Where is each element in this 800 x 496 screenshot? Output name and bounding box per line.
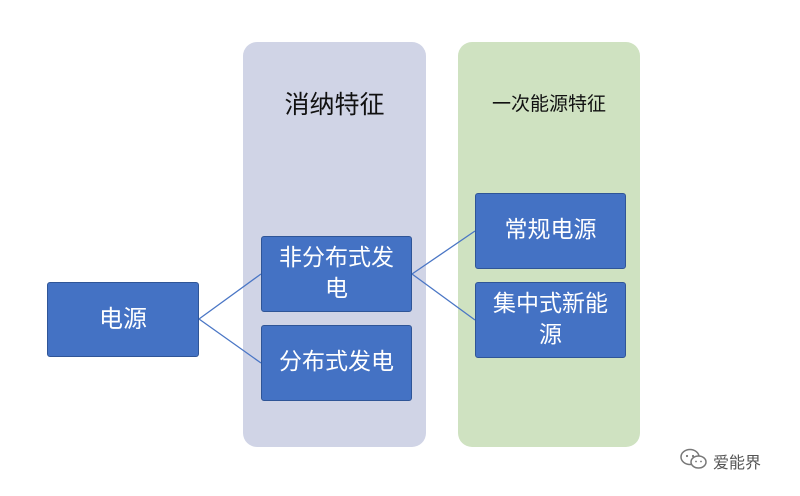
primary-energy-panel-title: 一次能源特征 bbox=[491, 93, 606, 115]
conventional-power-node: 常规电源 bbox=[475, 193, 626, 269]
distributed-generation-node: 分布式发电 bbox=[261, 325, 412, 401]
wechat-icon bbox=[679, 447, 709, 475]
non-distributed-generation-node: 非分布式发电 bbox=[261, 236, 412, 312]
watermark-text: 爱能界 bbox=[713, 453, 762, 472]
consumption-panel-title: 消纳特征 bbox=[284, 90, 385, 119]
watermark: 爱能界 bbox=[679, 447, 761, 475]
power-source-node: 电源 bbox=[47, 282, 199, 357]
centralized-new-energy-node: 集中式新能源 bbox=[475, 282, 626, 358]
